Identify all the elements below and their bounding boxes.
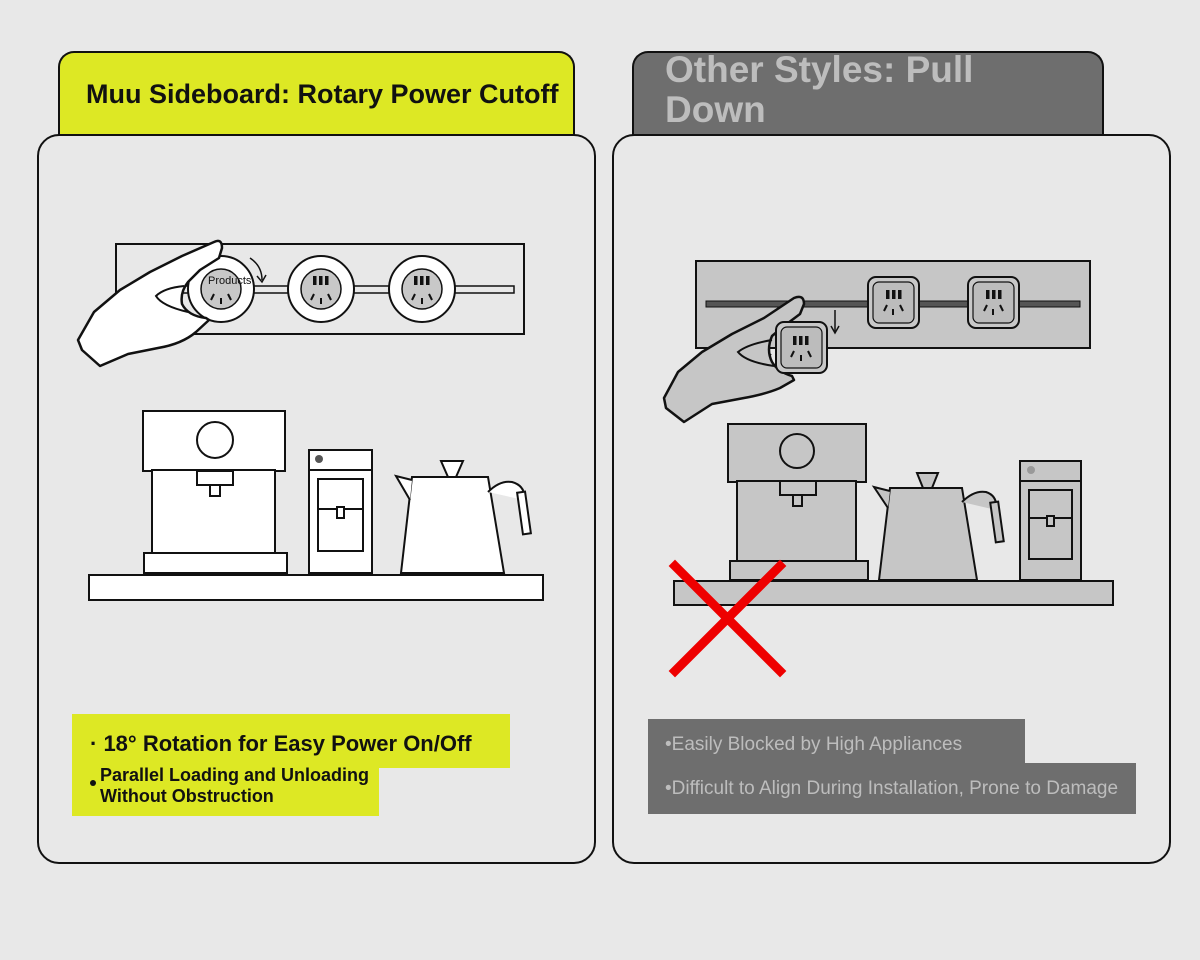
- left-bullet-2: Parallel Loading and Unloading Without O…: [100, 765, 370, 806]
- kettle-icon: [393, 460, 533, 574]
- pull-down-track: [662, 260, 1091, 424]
- right-bullet-1: •Easily Blocked by High Appliances: [665, 734, 963, 755]
- left-countertop: [88, 574, 544, 601]
- right-highlight-1: [648, 719, 1025, 767]
- right-header-tab: Other Styles: Pull Down: [632, 49, 1104, 137]
- right-highlight-2: [648, 763, 1136, 814]
- pull-down-socket: [867, 276, 920, 329]
- rotary-socket: [187, 255, 255, 323]
- left-title: Muu Sideboard: Rotary Power Cutoff: [86, 79, 559, 109]
- espresso-machine-icon: [727, 423, 869, 581]
- pull-down-socket: [775, 321, 828, 374]
- left-highlight-2: [72, 764, 379, 816]
- bullet-dot: [90, 780, 96, 786]
- left-header-tab: Muu Sideboard: Rotary Power Cutoff: [58, 51, 575, 137]
- kettle-icon: [871, 472, 1005, 581]
- rotary-power-track: [76, 239, 525, 368]
- rotary-socket: [388, 255, 456, 323]
- right-appliances: [673, 423, 1114, 606]
- grinder-icon: [308, 449, 373, 574]
- right-bullet-2: •Difficult to Align During Installation,…: [665, 778, 1119, 799]
- left-bullet-1: · 18° Rotation for Easy Power On/Off: [90, 731, 472, 756]
- right-title: Other Styles: Pull Down: [665, 49, 974, 130]
- rotary-socket: [287, 255, 355, 323]
- pull-down-socket: [967, 276, 1020, 329]
- wrong-cross-icon: [668, 559, 787, 678]
- hand-icon: [76, 239, 224, 368]
- left-appliances: [88, 410, 544, 601]
- hand-icon: [662, 295, 806, 424]
- hand-label: Products: [208, 275, 252, 287]
- grinder-icon: [1019, 460, 1082, 581]
- left-highlight-1: [72, 714, 510, 768]
- espresso-machine-icon: [142, 410, 288, 574]
